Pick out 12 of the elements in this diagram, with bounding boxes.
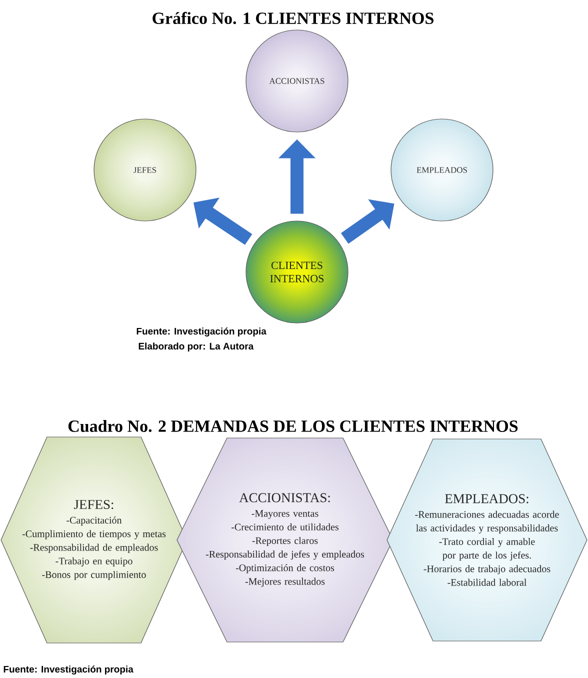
source-note: Fuente: Investigación propia xyxy=(136,328,266,336)
hexagon: ACCIONISTAS: -Mayores ventas -Crecimiento de utilidades -Reportes claros -Responsabilidad de jefes y empleados -Optimización de costos -Mejores resultados xyxy=(176,438,394,642)
source-note: Fuente: Investigación propia xyxy=(4,666,134,674)
heading: Cuadro No. 2 DEMANDAS DE LOS CLIENTES INTERNOS xyxy=(68,420,518,432)
circle-node: JEFES xyxy=(94,118,196,222)
title: Gráfico No. 1 CLIENTES INTERNOS xyxy=(152,12,434,24)
hexagon: EMPLEADOS: -Remuneraciones adecuadas acorde las actividades y responsabilidades -Trato cordial y amable por parte de los jefes. -Horarios de trabajo adecuados -Estabilidad laboral xyxy=(386,438,588,642)
circle-node: CLIENTES INTERNOS xyxy=(246,220,348,324)
circle-node: EMPLEADOS xyxy=(390,118,494,222)
hexagon: JEFES: -Capacitación -Cumplimiento de tiempos y metas -Responsabilidad de empleados -Trabajo en equipo -Bonos por cumplimiento xyxy=(0,436,188,644)
circle-node: ACCIONISTAS xyxy=(246,30,348,132)
author-note: Elaborado por: La Autora xyxy=(138,342,254,352)
